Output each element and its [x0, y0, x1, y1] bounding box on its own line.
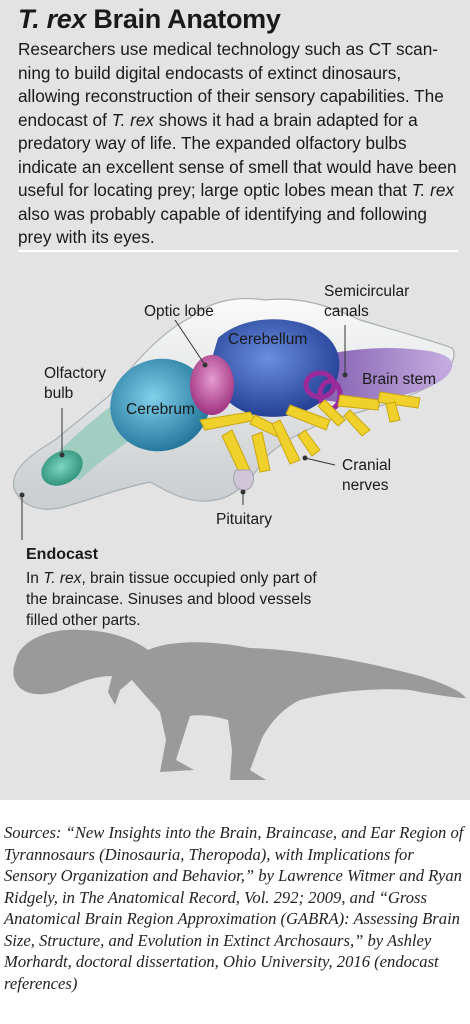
- intro-paragraph: Researchers use medical technology such …: [18, 38, 458, 250]
- divider: [18, 250, 458, 252]
- endocast-text: In T. rex, brain tissue occupied only pa…: [26, 568, 326, 631]
- intro-part-3: also was probably capable of identifying…: [18, 203, 427, 248]
- label-bulb: bulb: [44, 385, 74, 402]
- label-cerebellum: Cerebellum: [228, 331, 308, 348]
- intro-italic-1: T. rex: [111, 109, 155, 130]
- label-semicircular: Semicircular: [324, 283, 410, 300]
- label-canals: canals: [324, 303, 369, 320]
- pituitary-body: [233, 469, 254, 491]
- endocast-text-pre: In: [26, 570, 44, 587]
- intro-part-2: shows it had a brain adapted for a preda…: [18, 109, 457, 201]
- intro-part-1: Researchers use medical technology such …: [18, 39, 444, 130]
- leader-lines: [21, 319, 346, 540]
- endocast-diagram: [12, 298, 466, 780]
- label-olfactory: Olfactory: [44, 365, 107, 382]
- cerebrum: [110, 358, 210, 452]
- endocast-title: Endocast: [26, 546, 99, 563]
- label-optic-lobe: Optic lobe: [144, 303, 214, 320]
- label-cranial: Cranial: [342, 457, 392, 474]
- t-rex-silhouette-icon: [13, 629, 466, 780]
- label-nerves: nerves: [342, 477, 389, 494]
- endocast-text-italic: T. rex: [43, 570, 82, 587]
- title-italic: T. rex: [18, 4, 87, 34]
- olfactory-bulb: [41, 450, 83, 486]
- endocast-text-post: , brain tissue occupied only part of the…: [26, 570, 317, 629]
- page-title: T. rex Brain Anatomy: [18, 4, 281, 35]
- label-brain-stem: Brain stem: [362, 371, 437, 388]
- label-pituitary: Pituitary: [216, 511, 272, 528]
- sources-note: Sources: “New Insights into the Brain, B…: [4, 823, 464, 993]
- label-cerebrum: Cerebrum: [126, 401, 195, 418]
- optic-lobe: [190, 355, 234, 415]
- leader-dots: [19, 362, 348, 498]
- intro-italic-2: T. rex: [411, 180, 454, 200]
- title-rest: Brain Anatomy: [86, 4, 281, 34]
